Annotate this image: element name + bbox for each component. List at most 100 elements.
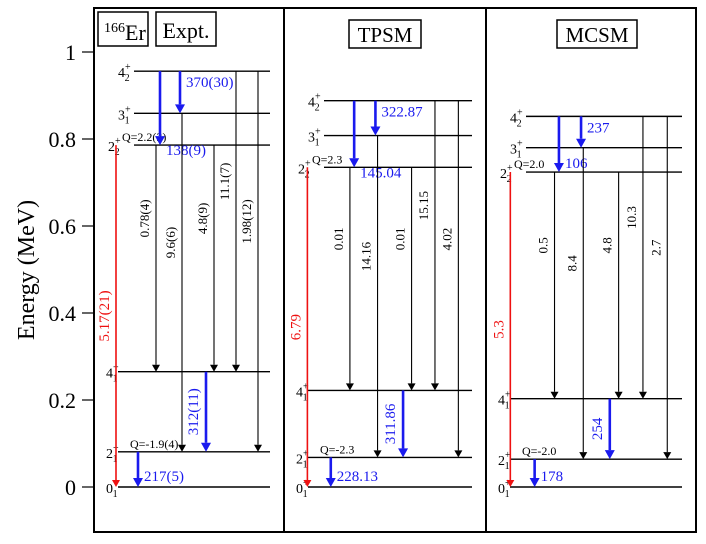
panel-frame bbox=[283, 7, 487, 533]
transition-value: 145.04 bbox=[360, 165, 402, 181]
level-label: 2+1 bbox=[498, 450, 511, 472]
level-label: 4+2 bbox=[510, 107, 523, 129]
arrow-head bbox=[370, 126, 381, 136]
arrow-head bbox=[407, 383, 416, 391]
transition-value: 311.86 bbox=[383, 403, 399, 444]
transition-arrow: 0.78(4) bbox=[137, 145, 160, 372]
arrow-head bbox=[506, 480, 515, 487]
transition-value: 8.4 bbox=[564, 255, 579, 272]
transition-value: 9.6(6) bbox=[163, 227, 178, 258]
transition-value: 0.5 bbox=[536, 237, 551, 253]
transition-arrow: 254 bbox=[590, 398, 615, 460]
arrow-head bbox=[398, 448, 409, 458]
energy-axis: Energy (MeV)00.20.40.60.81 bbox=[14, 40, 94, 500]
transition-value: 370(30) bbox=[186, 75, 234, 91]
arrow-head bbox=[133, 478, 143, 487]
transition-arrow: 4.8 bbox=[600, 172, 623, 399]
transition-arrow: 217(5) bbox=[133, 451, 184, 487]
transition-value: 2.7 bbox=[648, 239, 663, 256]
arrow-head bbox=[576, 138, 587, 148]
transition-arrow: 6.79 bbox=[288, 167, 312, 487]
transition-arrow: 138(9) bbox=[155, 71, 206, 159]
arrow-head bbox=[155, 136, 165, 146]
nucleus-mass: 166 bbox=[104, 21, 125, 36]
transition-arrow: 4.8(9) bbox=[195, 145, 218, 372]
transition-arrow: 322.87 bbox=[370, 100, 423, 136]
transition-value: 1.98(12) bbox=[239, 199, 254, 243]
transition-value: 5.3 bbox=[491, 320, 507, 339]
transition-value: 106 bbox=[565, 156, 588, 172]
arrow-head bbox=[373, 450, 382, 458]
transition-arrow: 4.02 bbox=[439, 100, 463, 458]
arrow-head bbox=[604, 450, 615, 460]
arrow-head bbox=[553, 163, 564, 173]
transition-arrow: 106 bbox=[553, 116, 588, 173]
transition-value: 178 bbox=[541, 469, 564, 485]
transition-arrow: 11.1(7) bbox=[217, 71, 240, 372]
transition-arrow: 2.7 bbox=[648, 116, 672, 460]
quadrupole-moment: Q=-2.3 bbox=[320, 442, 354, 456]
nucleus-symbol: Er bbox=[125, 20, 146, 45]
arrow-head bbox=[579, 452, 588, 460]
level-label: 3+1 bbox=[510, 139, 523, 161]
arrow-head bbox=[152, 364, 160, 372]
transition-arrow: 0.01 bbox=[393, 167, 416, 391]
panel-title: TPSM bbox=[358, 23, 413, 47]
transition-value: 254 bbox=[590, 417, 606, 440]
transition-value: 4.02 bbox=[439, 228, 454, 251]
transition-value: 217(5) bbox=[144, 469, 184, 485]
transition-arrow: 0.5 bbox=[536, 172, 559, 399]
transition-arrow: 14.16 bbox=[359, 135, 382, 458]
transition-value: 0.01 bbox=[393, 227, 408, 250]
arrow-head bbox=[303, 480, 312, 487]
transition-arrow: 145.04 bbox=[349, 100, 402, 181]
title-box bbox=[155, 11, 217, 47]
transition-value: 0.01 bbox=[331, 227, 346, 250]
panel-title: MCSM bbox=[565, 23, 628, 47]
level-label: 4+2 bbox=[308, 92, 321, 114]
arrow-head bbox=[325, 478, 336, 487]
transition-arrow: 228.13 bbox=[325, 457, 378, 487]
level-label: 2+2 bbox=[108, 136, 121, 158]
arrow-head bbox=[178, 444, 186, 452]
title-box bbox=[348, 19, 422, 49]
arrow-head bbox=[345, 383, 354, 391]
transition-value: 228.13 bbox=[337, 469, 378, 485]
transition-arrow: 5.3 bbox=[491, 172, 515, 487]
transition-arrow: 8.4 bbox=[564, 147, 588, 460]
panel-frame bbox=[485, 7, 697, 533]
y-axis-label: Energy (MeV) bbox=[14, 200, 40, 340]
y-tick-label: 1 bbox=[65, 40, 76, 65]
arrow-head bbox=[201, 442, 211, 452]
arrow-head bbox=[254, 444, 262, 452]
nucleus-box bbox=[97, 11, 149, 47]
transition-value: 15.15 bbox=[416, 191, 431, 220]
transition-arrow: 15.15 bbox=[416, 100, 439, 391]
transition-arrow: 237 bbox=[576, 116, 610, 148]
arrow-head bbox=[663, 452, 672, 460]
arrow-head bbox=[529, 478, 540, 487]
level-label: 4+1 bbox=[106, 363, 119, 385]
level-label: 2+2 bbox=[500, 163, 513, 185]
arrow-head bbox=[112, 480, 120, 487]
transition-arrow: 5.17(21) bbox=[97, 145, 120, 487]
arrow-head bbox=[454, 450, 463, 458]
quadrupole-moment: Q=2.2(3) bbox=[122, 130, 166, 144]
level-label: 3+1 bbox=[118, 104, 131, 126]
arrow-head bbox=[550, 391, 559, 399]
panel-title: Expt. bbox=[162, 18, 209, 43]
transition-value: 0.78(4) bbox=[137, 199, 152, 237]
transition-value: 322.87 bbox=[381, 105, 423, 121]
y-tick-label: 0.2 bbox=[49, 388, 77, 413]
panel-expt: 166ErExpt.0+12+1Q=-1.9(4)4+12+2Q=2.2(3)3… bbox=[93, 7, 285, 533]
transition-arrow: 178 bbox=[529, 459, 564, 487]
transition-value: 237 bbox=[587, 120, 610, 136]
level-label: 4+2 bbox=[118, 62, 131, 84]
level-label: 0+1 bbox=[498, 478, 511, 500]
quadrupole-moment: Q=-2.0 bbox=[522, 444, 556, 458]
level-label: 2+2 bbox=[298, 158, 311, 180]
y-tick-label: 0.6 bbox=[49, 214, 77, 239]
transition-arrow: 9.6(6) bbox=[163, 113, 186, 452]
arrow-head bbox=[210, 364, 218, 372]
quadrupole-moment: Q=2.3 bbox=[312, 152, 342, 166]
